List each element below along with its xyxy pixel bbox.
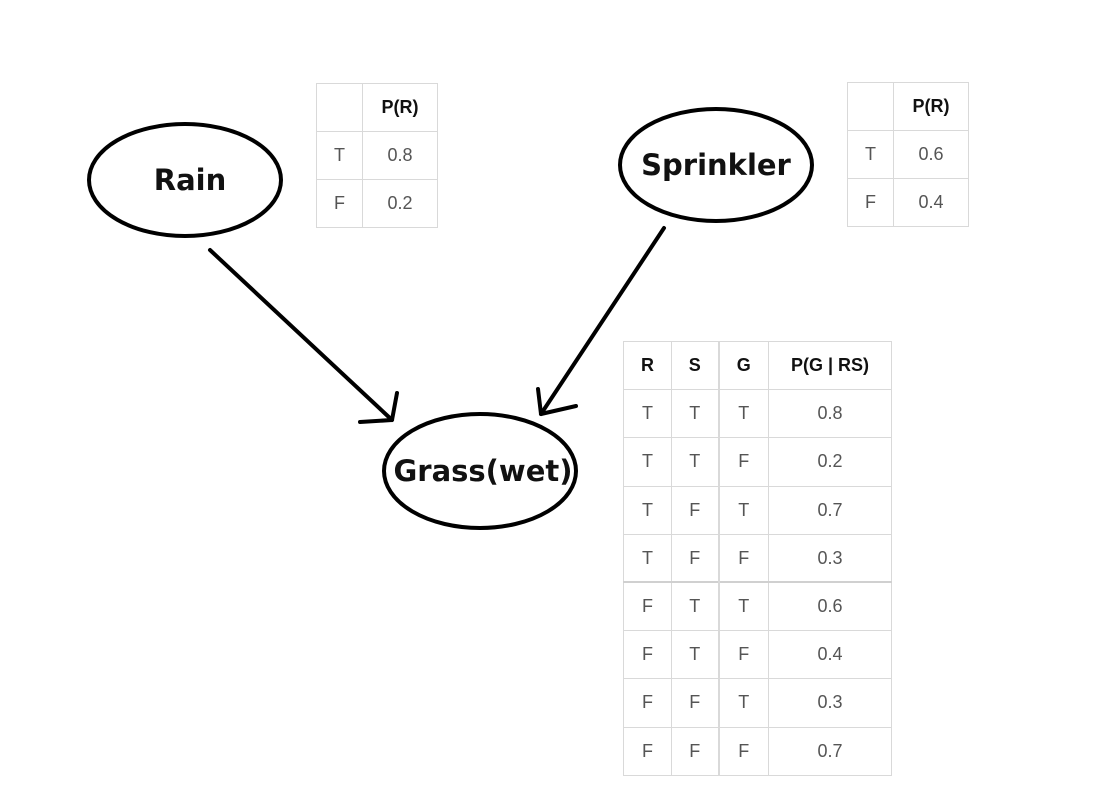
table-cell: F	[717, 533, 769, 583]
node-sprinkler-label: Sprinkler	[641, 148, 791, 182]
table-cell: 0.8	[768, 389, 892, 439]
table-cell: T	[671, 630, 719, 680]
table-cell: F	[623, 726, 672, 776]
table-header-cell: P(G | RS)	[768, 340, 892, 391]
table-row: F 0.4	[847, 178, 969, 227]
table-cell: F	[847, 178, 894, 227]
node-grass-ellipse	[382, 412, 578, 530]
table-cell: 0.4	[893, 178, 969, 227]
table-header-row: R S G P(G | RS)	[623, 340, 892, 391]
node-rain-ellipse	[87, 122, 283, 238]
table-cell: 0.3	[768, 678, 892, 728]
table-cell: F	[671, 533, 719, 583]
node-grass[interactable]: Grass(wet)	[382, 412, 578, 530]
table-cell: F	[316, 179, 363, 228]
table-cell: 0.6	[768, 581, 892, 632]
table-header-cell: P(R)	[362, 83, 438, 132]
table-header-cell: S	[671, 340, 719, 391]
edge-sprinkler-to-grass-arrowhead	[536, 387, 578, 416]
table-row: T F T 0.7	[623, 485, 892, 535]
table-row: T 0.8	[316, 131, 438, 180]
rain-probability-table: P(R) T 0.8 F 0.2	[316, 83, 438, 228]
table-row: T 0.6	[847, 130, 969, 179]
table-cell: F	[671, 485, 719, 535]
table-header-cell	[316, 83, 363, 132]
table-cell: T	[623, 389, 672, 439]
sprinkler-probability-table: P(R) T 0.6 F 0.4	[847, 82, 969, 227]
table-row: F F T 0.3	[623, 678, 892, 728]
table-cell: T	[717, 678, 769, 728]
table-cell: F	[623, 581, 672, 632]
table-cell: T	[623, 533, 672, 583]
table-row: F T T 0.6	[623, 581, 892, 632]
table-cell: 0.7	[768, 726, 892, 776]
edge-sprinkler-to-grass	[536, 226, 666, 416]
table-row: F 0.2	[316, 179, 438, 228]
table-cell: T	[717, 581, 769, 632]
table-cell: T	[671, 437, 719, 487]
edge-sprinkler-to-grass-line	[539, 226, 666, 416]
table-cell: T	[671, 581, 719, 632]
table-cell: 0.2	[768, 437, 892, 487]
table-cell: F	[623, 630, 672, 680]
table-row: F T F 0.4	[623, 630, 892, 680]
table-header-cell: R	[623, 340, 672, 391]
table-header-cell: P(R)	[893, 82, 969, 131]
table-cell: 0.2	[362, 179, 438, 228]
edge-rain-to-grass	[208, 248, 399, 424]
table-row: F F F 0.7	[623, 726, 892, 776]
table-cell: 0.8	[362, 131, 438, 180]
table-cell: F	[717, 726, 769, 776]
table-cell: T	[717, 389, 769, 439]
table-cell: F	[671, 726, 719, 776]
table-cell: 0.4	[768, 630, 892, 680]
table-cell: T	[671, 389, 719, 439]
table-row: T T T 0.8	[623, 389, 892, 439]
table-cell: 0.3	[768, 533, 892, 583]
table-cell: T	[717, 485, 769, 535]
edge-rain-to-grass-arrowhead	[358, 391, 399, 424]
table-cell: T	[623, 437, 672, 487]
table-header-cell: G	[717, 340, 769, 391]
grass-conditional-probability-table: R S G P(G | RS) T T T 0.8 T T F 0.2 T F …	[623, 340, 892, 776]
node-sprinkler-ellipse	[618, 107, 814, 223]
table-row: T T F 0.2	[623, 437, 892, 487]
node-rain[interactable]: Rain	[87, 122, 283, 238]
table-cell: 0.6	[893, 130, 969, 179]
edge-rain-to-grass-line	[208, 248, 394, 422]
table-cell: F	[623, 678, 672, 728]
node-rain-label: Rain	[154, 163, 227, 197]
table-cell: 0.7	[768, 485, 892, 535]
table-row: T F F 0.3	[623, 533, 892, 583]
table-cell: F	[717, 630, 769, 680]
table-cell: F	[717, 437, 769, 487]
table-cell: F	[671, 678, 719, 728]
node-grass-label: Grass(wet)	[393, 454, 572, 488]
table-header-row: P(R)	[847, 82, 969, 131]
table-cell: T	[316, 131, 363, 180]
node-sprinkler[interactable]: Sprinkler	[618, 107, 814, 223]
table-header-row: P(R)	[316, 83, 438, 132]
table-header-cell	[847, 82, 894, 131]
table-cell: T	[623, 485, 672, 535]
table-cell: T	[847, 130, 894, 179]
